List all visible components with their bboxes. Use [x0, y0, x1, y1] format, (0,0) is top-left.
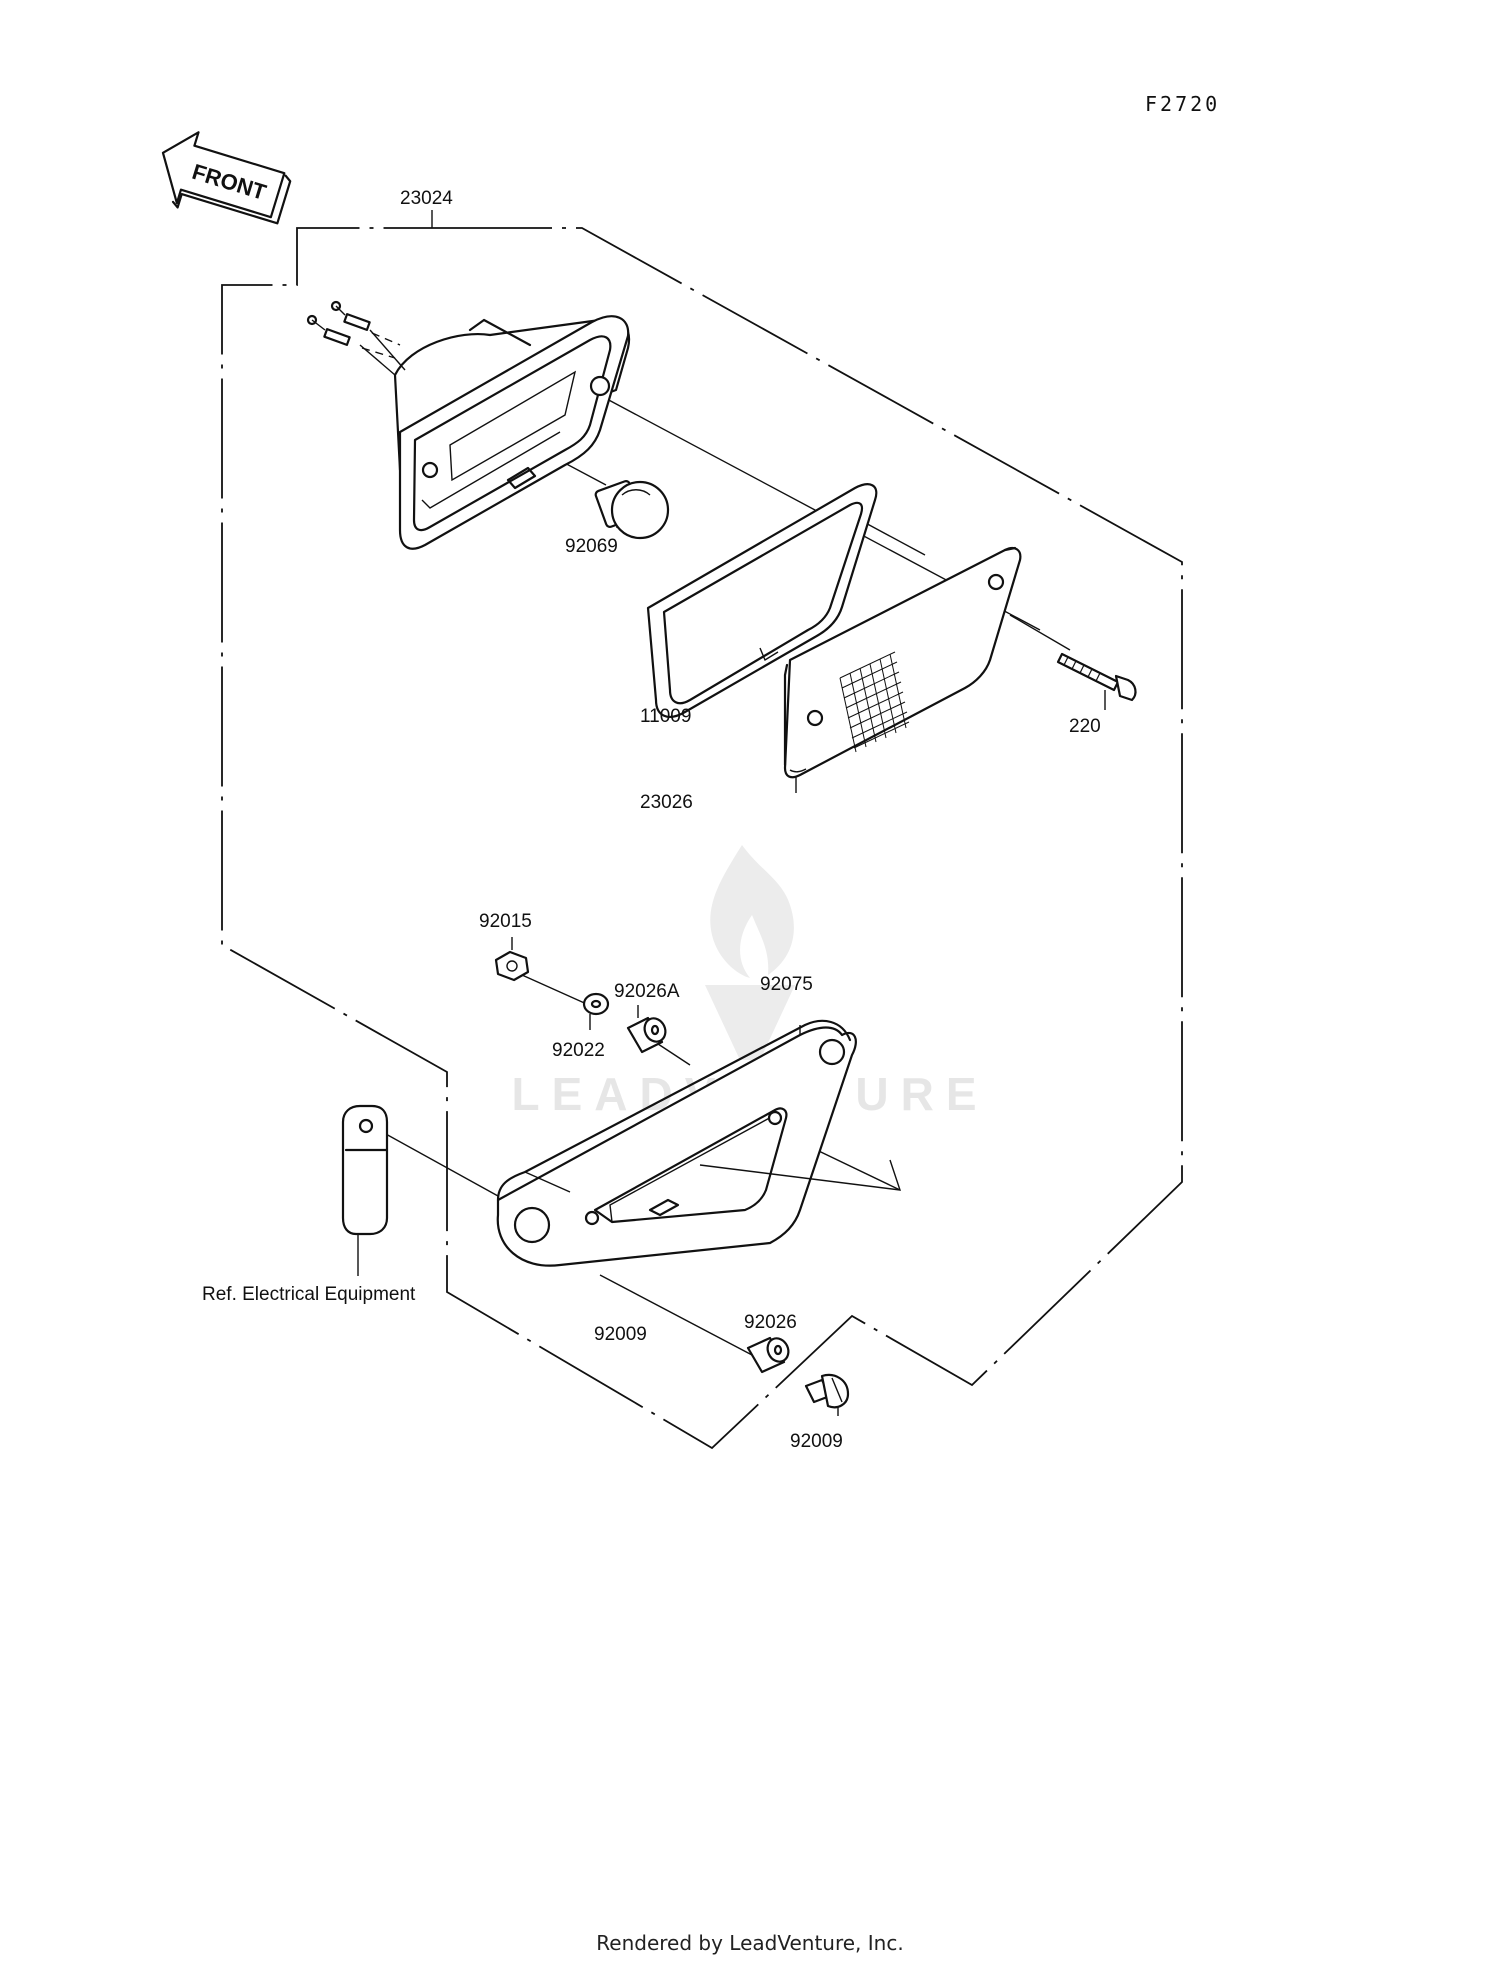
mount-hole	[767, 1110, 783, 1126]
collar-a	[626, 1016, 667, 1054]
collar	[746, 1336, 790, 1374]
part-label-lens: 23026	[640, 792, 693, 813]
mount-hole	[513, 1206, 551, 1244]
lens	[783, 546, 1022, 779]
mount-hole	[584, 1210, 600, 1226]
mount-hole	[818, 1038, 846, 1066]
lens-grid	[839, 651, 910, 753]
lamp-housing	[393, 315, 631, 550]
bulb	[594, 480, 670, 540]
reference-note: Ref. Electrical Equipment	[202, 1284, 416, 1305]
screw	[1056, 652, 1137, 702]
screw-hole	[589, 375, 611, 397]
footer-credit: Rendered by LeadVenture, Inc.	[596, 1931, 903, 1955]
bracket	[496, 1019, 902, 1267]
wiring-connectors	[306, 300, 406, 376]
flame-logo-icon	[705, 845, 795, 1060]
part-label-lamp-assembly: 23024	[400, 188, 453, 209]
part-label-bolt-inner: 92009	[594, 1324, 647, 1345]
part-label-bulb: 92069	[565, 536, 618, 557]
part-label-bolt: 92009	[790, 1431, 843, 1452]
part-label-bracket: 92075	[760, 974, 813, 995]
part-label-collar: 92026	[744, 1312, 797, 1333]
bolt	[804, 1373, 850, 1409]
figure-code: F2720	[1145, 92, 1220, 116]
washer	[582, 992, 610, 1016]
nut	[494, 950, 530, 982]
screw-hole	[987, 573, 1005, 591]
gasket	[646, 483, 878, 718]
part-label-nut: 92015	[479, 911, 532, 932]
assembly-boundary	[221, 227, 1183, 1450]
part-label-gasket: 11009	[640, 706, 691, 727]
part-label-screw: 220	[1069, 716, 1101, 737]
reference-strip	[341, 1104, 389, 1236]
part-label-collar-a: 92026A	[614, 981, 680, 1002]
front-arrow-icon: FRONT	[161, 131, 292, 225]
part-label-washer: 92022	[552, 1040, 605, 1061]
screw-hole	[421, 461, 439, 479]
screw-hole	[806, 709, 824, 727]
